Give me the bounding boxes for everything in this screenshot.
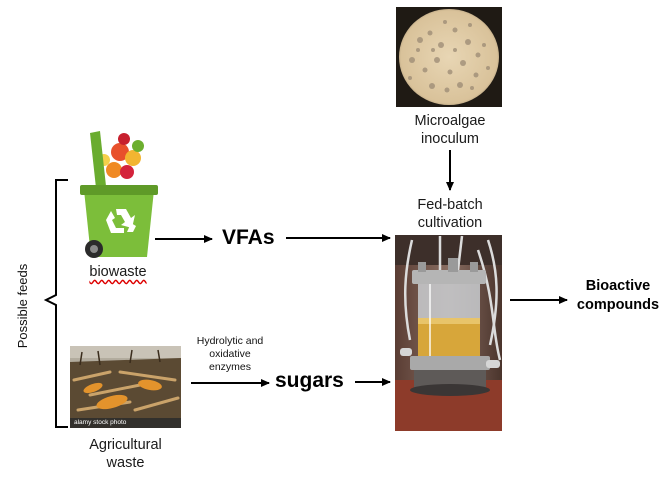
agricultural-label-line1: Agricultural bbox=[89, 437, 162, 453]
microalgae-label-line1: Microalgae bbox=[414, 113, 486, 129]
photo-watermark: alamy stock photo bbox=[74, 419, 127, 426]
microalgae-label: Microalgae inoculum bbox=[396, 112, 504, 148]
vfas-label: VFAs bbox=[222, 226, 275, 249]
corn-waste-photo bbox=[70, 346, 181, 428]
microalgae-label-line2: inoculum bbox=[420, 131, 480, 147]
microalgae-photo bbox=[396, 7, 502, 107]
enzymes-label-line2: oxidative bbox=[209, 348, 251, 360]
bioactive-label-line2: compounds bbox=[576, 297, 660, 313]
enzymes-label-line1: Hydrolytic and bbox=[196, 335, 264, 347]
enzymes-label-line3: enzymes bbox=[208, 361, 251, 373]
bioactive-label-line1: Bioactive bbox=[585, 278, 651, 294]
agricultural-label-line2: waste bbox=[106, 455, 145, 471]
bioreactor-photo bbox=[395, 235, 502, 431]
possible-feeds-label: Possible feeds bbox=[15, 263, 30, 349]
bioactive-label: Bioactive compounds bbox=[570, 277, 666, 315]
biowaste-label: biowaste bbox=[89, 264, 147, 280]
fedbatch-label-line2: cultivation bbox=[417, 215, 483, 231]
sugars-label: sugars bbox=[275, 369, 344, 392]
feeds-brace bbox=[43, 179, 68, 428]
fedbatch-label: Fed-batch cultivation bbox=[396, 196, 504, 232]
fedbatch-label-line1: Fed-batch bbox=[417, 197, 483, 213]
enzymes-label: Hydrolytic and oxidative enzymes bbox=[184, 335, 276, 374]
agricultural-waste-label: Agricultural waste bbox=[70, 436, 181, 472]
recycle-bin-icon bbox=[80, 131, 158, 258]
